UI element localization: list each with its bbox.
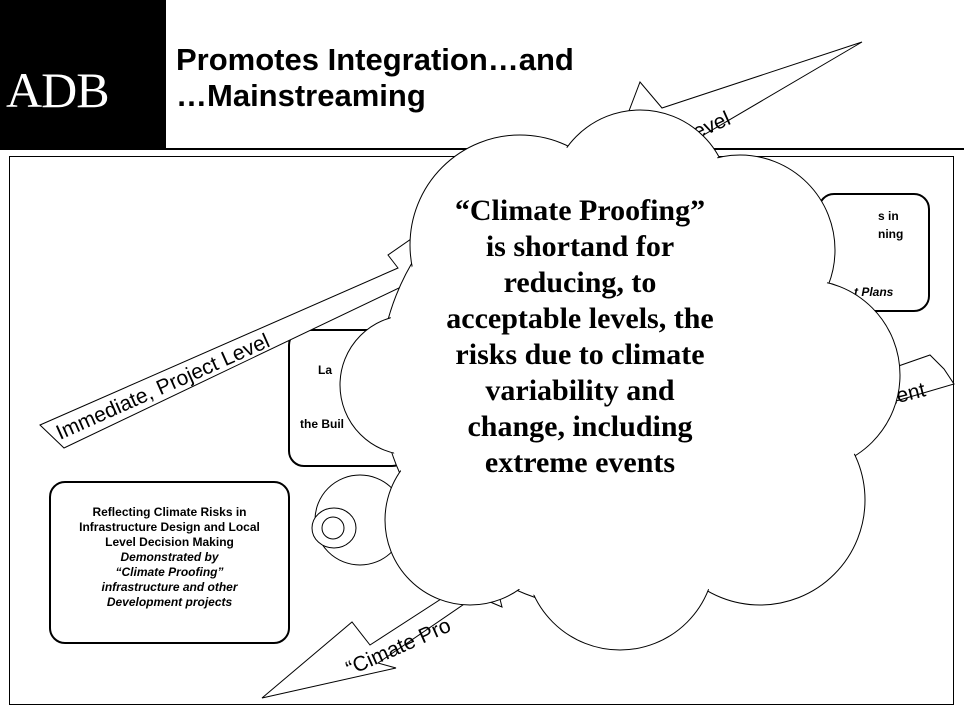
box-right-text-3: t Plans — [854, 285, 894, 299]
cloud-line-2: is shortand for — [485, 230, 675, 263]
box-left-line-5: “Climate Proofing” — [115, 565, 224, 579]
cloud-line-6: variability and — [485, 374, 675, 407]
arrow-left-label: Immediate, Project Level — [53, 330, 273, 445]
cloud-line-7: change, including — [467, 410, 693, 443]
adb-logo: ADB — [6, 62, 110, 118]
box-middle-text-2: the Buil — [300, 417, 344, 431]
cloud-line-5: risks due to climate — [455, 338, 705, 371]
cloud-definition-text: “Climate Proofing” is shortand for reduc… — [380, 193, 780, 481]
box-left-climate-risks: Reflecting Climate Risks in Infrastructu… — [49, 481, 290, 644]
box-left-line-2: Infrastructure Design and Local — [79, 520, 260, 534]
logo-block: ADB — [0, 0, 166, 148]
title-line-2: …Mainstreaming — [176, 78, 426, 113]
cloud-line-1: “Climate Proofing” — [454, 194, 706, 227]
box-left-line-7: Development projects — [106, 595, 233, 609]
slide-title: Promotes Integration…and …Mainstreaming — [176, 42, 736, 114]
cloud-line-4: acceptable levels, the — [446, 302, 714, 335]
box-left-line-4: Demonstrated by — [120, 550, 219, 564]
title-line-1: Promotes Integration…and — [176, 42, 574, 77]
box-right-text-1: s in — [878, 209, 899, 223]
box-left-line-1: Reflecting Climate Risks in — [92, 505, 247, 519]
cloud-line-8: extreme events — [484, 446, 676, 479]
box-right-text-2: ning — [878, 227, 904, 241]
box-left-line-6: infrastructure and other — [101, 580, 238, 594]
box-left-line-3: Level Decision Making — [105, 535, 234, 549]
cloud-line-3: reducing, to — [503, 266, 657, 299]
box-middle-text-1: La — [318, 363, 333, 377]
thought-bubble-small — [321, 516, 345, 540]
